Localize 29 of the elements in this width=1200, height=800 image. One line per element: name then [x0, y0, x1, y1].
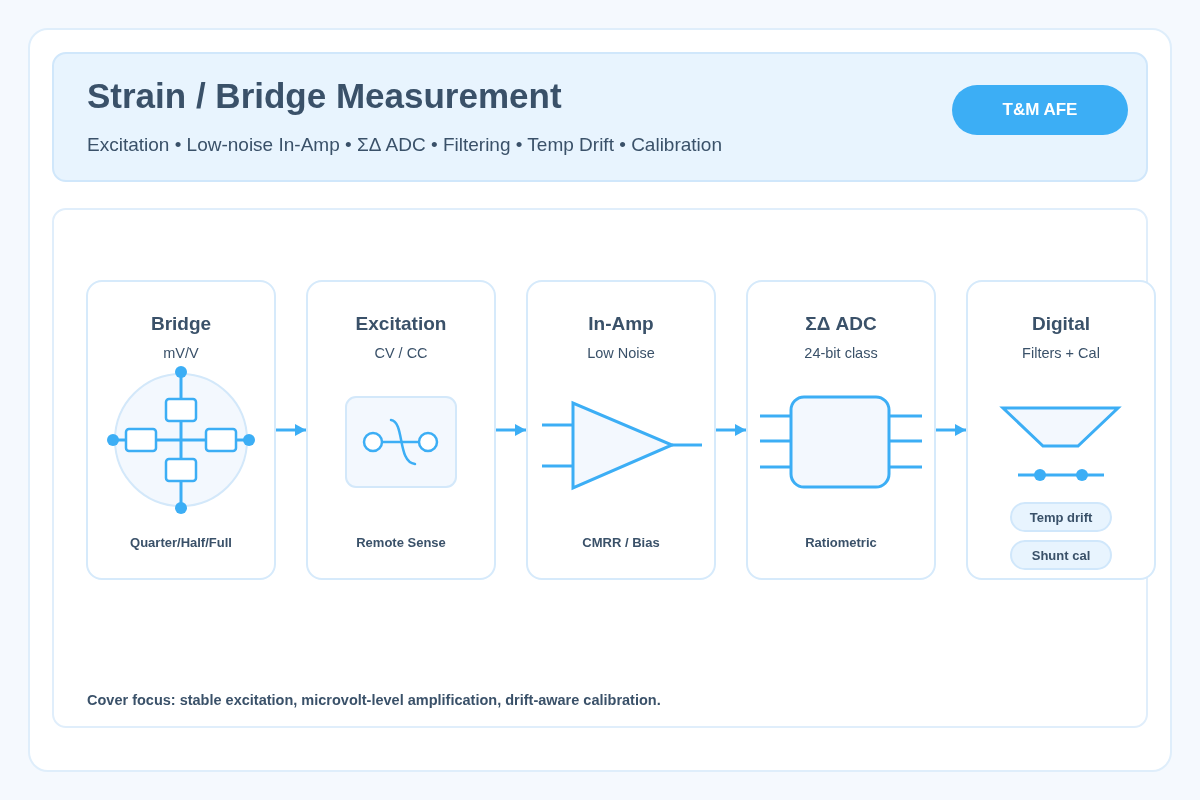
category-tag: T&M AFE [952, 85, 1128, 135]
tag-chip: Temp drift [1010, 502, 1112, 532]
card-subtitle: 24-bit class [804, 345, 878, 363]
process-card [86, 280, 276, 580]
page-title: Strain / Bridge Measurement [87, 76, 562, 116]
card-title: Bridge [150, 313, 212, 335]
arrow [276, 424, 306, 436]
card-title: ΣΔ ADC [805, 313, 877, 335]
card-note: Remote Sense [356, 535, 446, 551]
card-note: Ratiometric [805, 535, 877, 551]
card-subtitle: Filters + Cal [1022, 345, 1100, 363]
tag-chip: Shunt cal [1010, 540, 1112, 570]
card-title: Digital [1031, 313, 1091, 335]
process-card [746, 280, 936, 580]
card-note: CMRR / Bias [582, 535, 660, 551]
caption: Cover focus: stable excitation, microvolt-level amplification, drift-aware calibration. [87, 691, 661, 709]
card-subtitle: mV/V [163, 345, 199, 363]
subtitle: Excitation • Low-noise In-Amp • ΣΔ ADC • Filtering • Temp Drift • Calibration [87, 134, 722, 156]
arrow [716, 424, 746, 436]
arrow [936, 424, 966, 436]
process-card [966, 280, 1156, 580]
process-card [306, 280, 496, 580]
card-subtitle: Low Noise [587, 345, 655, 363]
card-subtitle: CV / CC [374, 345, 428, 363]
card-note: Quarter/Half/Full [130, 535, 232, 551]
card-title: In-Amp [588, 313, 654, 335]
process-card [526, 280, 716, 580]
arrow [496, 424, 526, 436]
card-title: Excitation [355, 313, 447, 335]
